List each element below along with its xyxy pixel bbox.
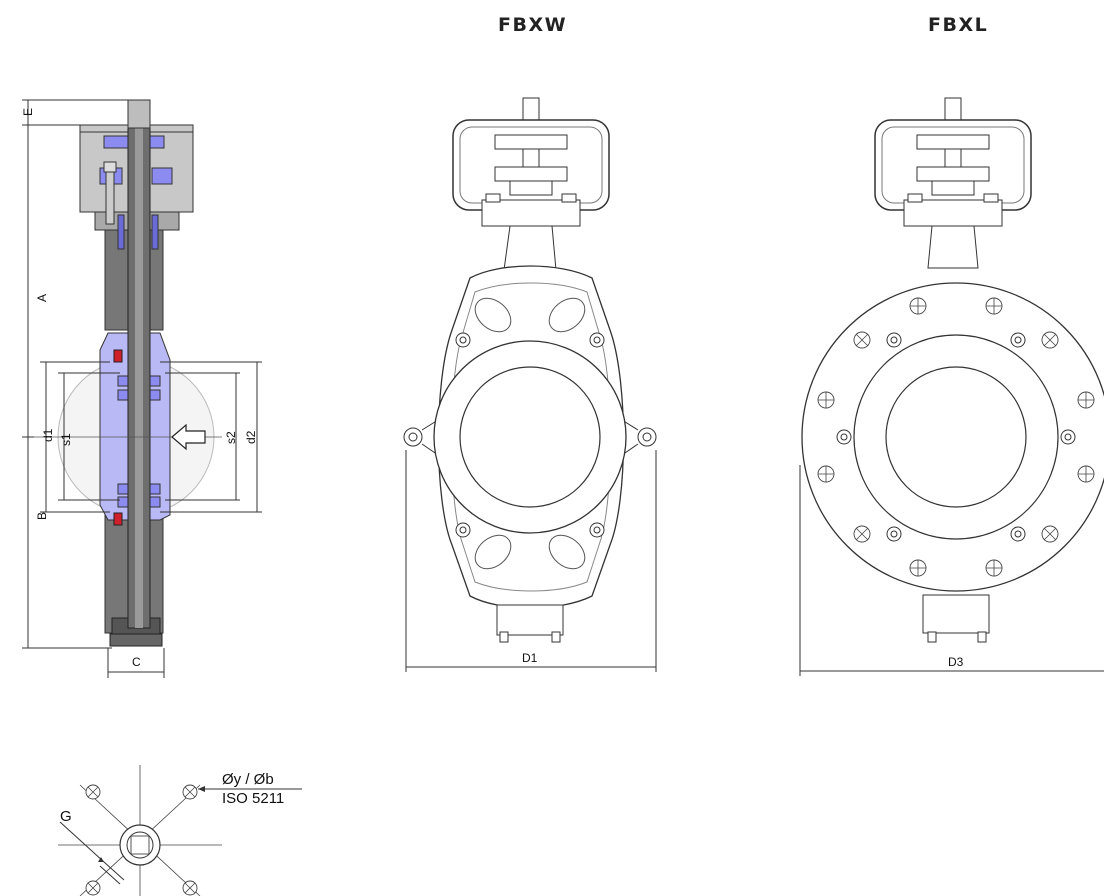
flow-arrow-icon	[171, 423, 206, 451]
fbxw-view: D1	[403, 97, 657, 672]
bolt-size-label: Øy / Øb	[222, 771, 274, 788]
seal-bottom	[113, 512, 123, 526]
dim-C: C	[132, 655, 141, 669]
title-fbxl: FBXL	[928, 14, 989, 36]
fbxl-view: D3	[799, 97, 1104, 676]
dim-d2: d2	[244, 430, 258, 444]
dimension-lines	[22, 99, 262, 678]
section-view: E A B d1 s1 s2 d2 C	[21, 99, 262, 678]
title-fbxw: FBXW	[498, 14, 568, 36]
dim-G: G	[60, 808, 72, 825]
seal-top	[113, 349, 123, 363]
iso-mounting-pattern: G Øy / Øb ISO 5211	[58, 765, 302, 896]
dim-d1: d1	[41, 428, 55, 442]
dim-A: A	[35, 294, 49, 302]
iso-standard-label: ISO 5211	[222, 790, 284, 807]
dim-D1: D1	[522, 651, 538, 665]
dim-s2: s2	[224, 431, 238, 444]
dim-E: E	[21, 108, 35, 116]
dim-B: B	[35, 512, 49, 520]
dim-D3: D3	[948, 655, 964, 669]
